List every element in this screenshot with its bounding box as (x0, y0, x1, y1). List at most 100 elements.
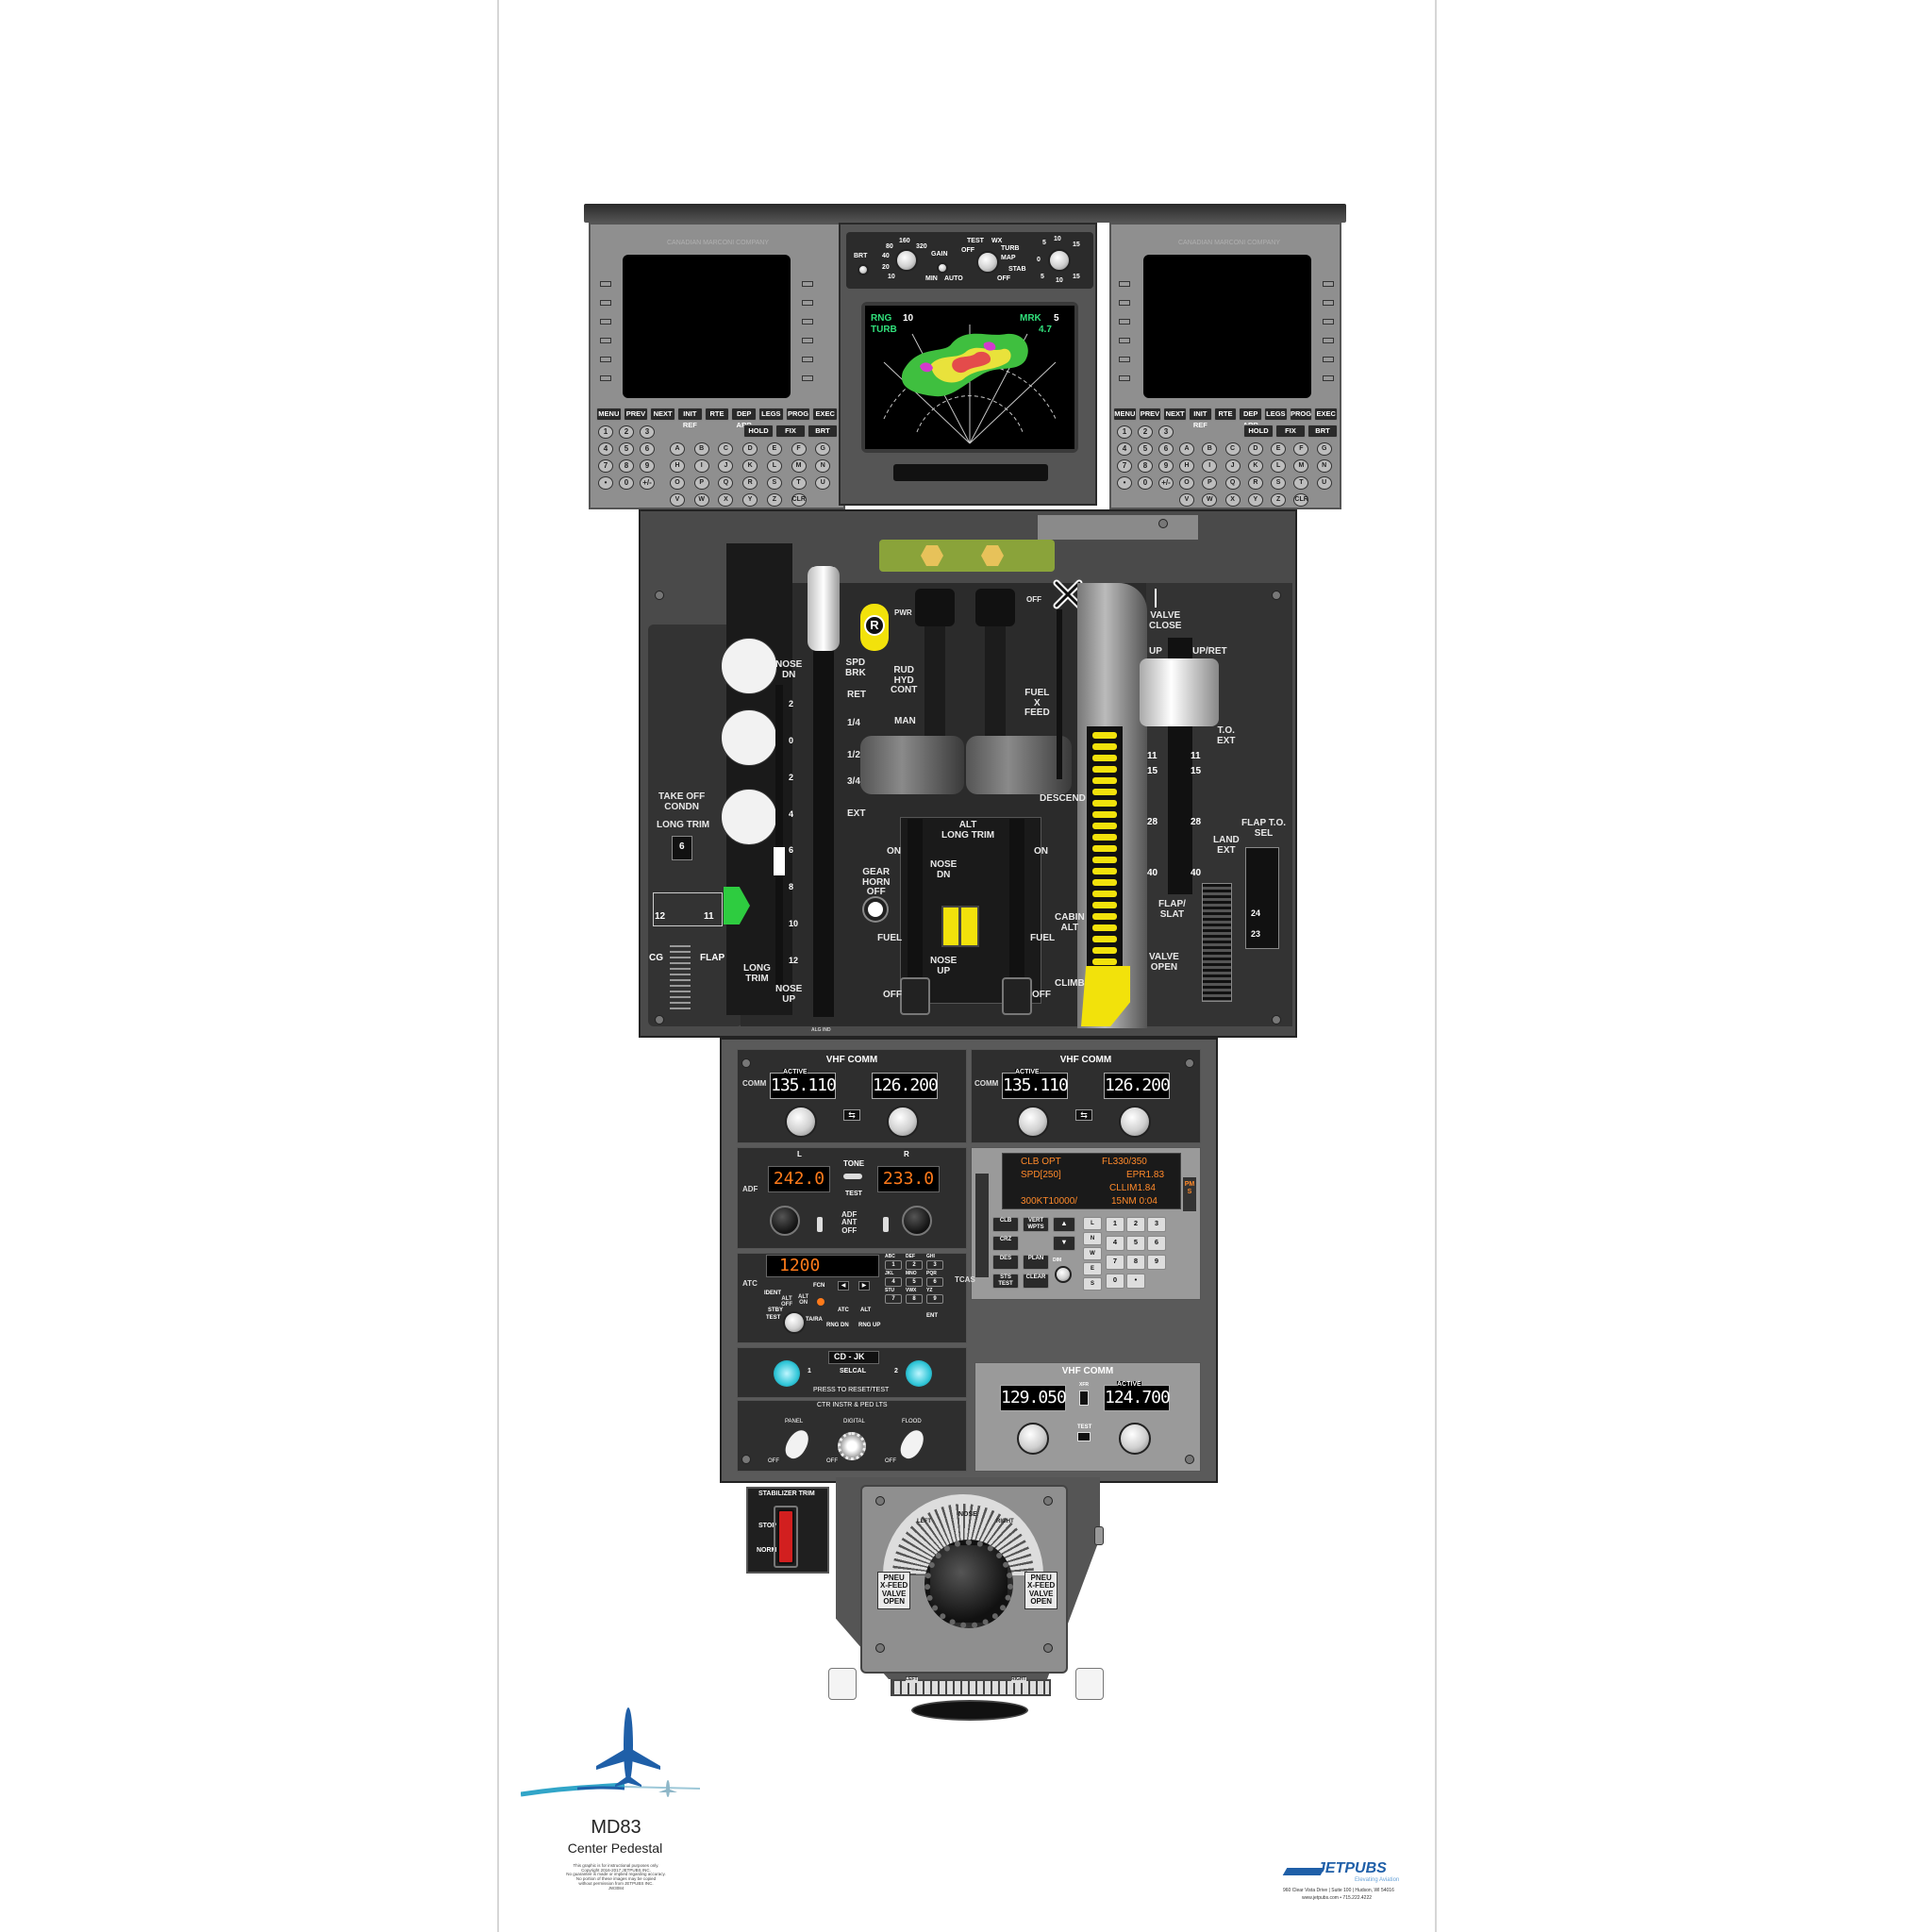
pms-digit-key[interactable]: 5 (1126, 1236, 1145, 1251)
pms-letter-key[interactable]: S (1083, 1277, 1102, 1291)
mcdu-numeric-key[interactable]: 7 (598, 459, 613, 473)
mcdu-row2-key[interactable]: BRT (1307, 425, 1338, 438)
pms-function-key[interactable]: CLEAR (1023, 1274, 1049, 1289)
mcdu-numeric-key[interactable]: 2 (1138, 425, 1153, 439)
mcdu-numeric-key[interactable]: 4 (598, 442, 613, 456)
mcdu-function-key[interactable]: LEGS (758, 408, 784, 421)
fuel-lever-right-knob[interactable] (1002, 977, 1032, 1015)
mcdu-alpha-key[interactable]: Z (766, 493, 782, 507)
mcdu-function-key[interactable]: INIT REF (677, 408, 703, 429)
mcdu-alpha-key[interactable]: W (1202, 493, 1218, 507)
atc-digit-key[interactable]: 4 (885, 1277, 902, 1287)
mcdu-numeric-key[interactable]: 3 (1158, 425, 1174, 439)
atc-digit-key[interactable]: 6 (926, 1277, 943, 1287)
pms-mode-key[interactable]: STS TEST (992, 1274, 1019, 1289)
mcdu-numeric-key[interactable]: • (598, 476, 613, 490)
mcdu-alpha-key[interactable]: X (1224, 493, 1241, 507)
rudder-power-button[interactable]: R (864, 615, 885, 636)
vhf-comm-1-transfer-button[interactable]: ⇆ (843, 1109, 860, 1121)
pms-function-key[interactable]: VERT WPTS (1023, 1217, 1049, 1232)
pms-letter-key[interactable]: L (1083, 1217, 1102, 1230)
vhf-comm-1-left-knob[interactable] (785, 1106, 817, 1138)
mcdu-alpha-key[interactable]: P (693, 476, 709, 490)
vhf-comm-3-xfr-button[interactable] (1079, 1391, 1089, 1406)
aileron-trim-handle-right[interactable] (1075, 1668, 1104, 1700)
mcdu-alpha-key[interactable]: D (1247, 442, 1263, 456)
vhf-comm-3-test-button[interactable] (1077, 1432, 1091, 1441)
pms-arrow-key[interactable]: ▼ (1053, 1236, 1075, 1251)
mcdu-left-lsk[interactable] (600, 338, 611, 343)
flap-handle[interactable] (1140, 658, 1219, 726)
mcdu-alpha-key[interactable]: E (766, 442, 782, 456)
atc-digit-key[interactable]: 3 (926, 1260, 943, 1270)
atc-rng-up[interactable]: RNG UP (858, 1323, 881, 1328)
mcdu-left-lsk[interactable] (600, 319, 611, 325)
mcdu-alpha-key[interactable]: N (1316, 459, 1332, 473)
mcdu-function-key[interactable]: RTE (1213, 408, 1238, 421)
mcdu-numeric-key[interactable]: 7 (1117, 459, 1132, 473)
mcdu-left-lsk[interactable] (802, 281, 813, 287)
mcdu-alpha-key[interactable]: W (693, 493, 709, 507)
radar-mode-knob[interactable] (976, 251, 999, 274)
mcdu-alpha-key[interactable]: N (815, 459, 831, 473)
mcdu-left-lsk[interactable] (600, 357, 611, 362)
radar-tilt-knob[interactable] (1048, 249, 1071, 272)
mcdu-numeric-key[interactable]: 9 (1158, 459, 1174, 473)
mcdu-alpha-key[interactable]: L (1271, 459, 1287, 473)
pms-digit-key[interactable]: 6 (1147, 1236, 1166, 1251)
atc-right-arrow-button[interactable]: ▶ (858, 1281, 870, 1291)
mcdu-alpha-key[interactable]: J (718, 459, 734, 473)
mcdu-right-lsk[interactable] (1119, 319, 1130, 325)
mcdu-left-lsk[interactable] (600, 281, 611, 287)
gear-horn-off-button[interactable] (864, 898, 887, 921)
mcdu-alpha-key[interactable]: A (1179, 442, 1194, 456)
mcdu-numeric-key[interactable]: 6 (640, 442, 655, 456)
mcdu-alpha-key[interactable]: Q (718, 476, 734, 490)
mcdu-alpha-key[interactable]: R (742, 476, 758, 490)
trim-wheel-handle[interactable] (721, 709, 777, 766)
mcdu-left-lsk[interactable] (802, 338, 813, 343)
mcdu-right-lsk[interactable] (1323, 300, 1334, 306)
adf-l-knob[interactable] (770, 1206, 800, 1236)
vhf-comm-2-transfer-button[interactable]: ⇆ (1075, 1109, 1092, 1121)
vhf-comm-3-right-knob[interactable] (1119, 1423, 1151, 1455)
mcdu-left-lsk[interactable] (600, 375, 611, 381)
mcdu-alpha-key[interactable]: C (718, 442, 734, 456)
mcdu-alpha-key[interactable]: B (693, 442, 709, 456)
mcdu-alpha-key[interactable]: H (1179, 459, 1194, 473)
stab-trim-switch[interactable] (777, 1509, 794, 1564)
mcdu-alpha-key[interactable]: A (670, 442, 685, 456)
mcdu-alpha-key[interactable]: Z (1271, 493, 1287, 507)
close-x-icon[interactable] (1049, 575, 1087, 613)
mcdu-alpha-key[interactable]: G (1316, 442, 1332, 456)
mcdu-function-key[interactable]: PROG (785, 408, 811, 421)
adf-r-knob[interactable] (902, 1206, 932, 1236)
mcdu-right-lsk[interactable] (1119, 375, 1130, 381)
radar-gain-knob[interactable] (937, 262, 948, 274)
mcdu-alpha-key[interactable]: Y (742, 493, 758, 507)
pms-letter-key[interactable]: N (1083, 1232, 1102, 1245)
mcdu-alpha-key[interactable]: R (1247, 476, 1263, 490)
pms-mode-key[interactable]: CLB (992, 1217, 1019, 1232)
atc-digit-key[interactable]: 9 (926, 1294, 943, 1304)
aileron-trim-knob[interactable] (911, 1700, 1028, 1721)
pms-digit-key[interactable]: 2 (1126, 1217, 1145, 1232)
atc-digit-key[interactable]: 7 (885, 1294, 902, 1304)
pms-letter-key[interactable]: W (1083, 1247, 1102, 1260)
pms-function-key[interactable]: PLAN (1023, 1255, 1049, 1270)
mcdu-alpha-key[interactable]: F (791, 442, 807, 456)
mcdu-alpha-key[interactable]: U (815, 476, 831, 490)
throttle-lever-left-grip[interactable] (860, 736, 964, 794)
mcdu-alpha-key[interactable]: F (1293, 442, 1309, 456)
mcdu-alpha-key[interactable]: T (1293, 476, 1309, 490)
mcdu-row2-key[interactable]: HOLD (743, 425, 774, 438)
mcdu-function-key[interactable]: MENU (1113, 408, 1137, 421)
speedbrake-handle[interactable] (808, 566, 840, 651)
mcdu-numeric-key[interactable]: 5 (619, 442, 634, 456)
atc-digit-key[interactable]: 1 (885, 1260, 902, 1270)
mcdu-left-lsk[interactable] (802, 357, 813, 362)
mcdu-right-lsk[interactable] (1323, 319, 1334, 325)
mcdu-alpha-key[interactable]: Q (1224, 476, 1241, 490)
mcdu-row2-key[interactable]: BRT (808, 425, 838, 438)
radar-range-knob[interactable] (895, 249, 918, 272)
